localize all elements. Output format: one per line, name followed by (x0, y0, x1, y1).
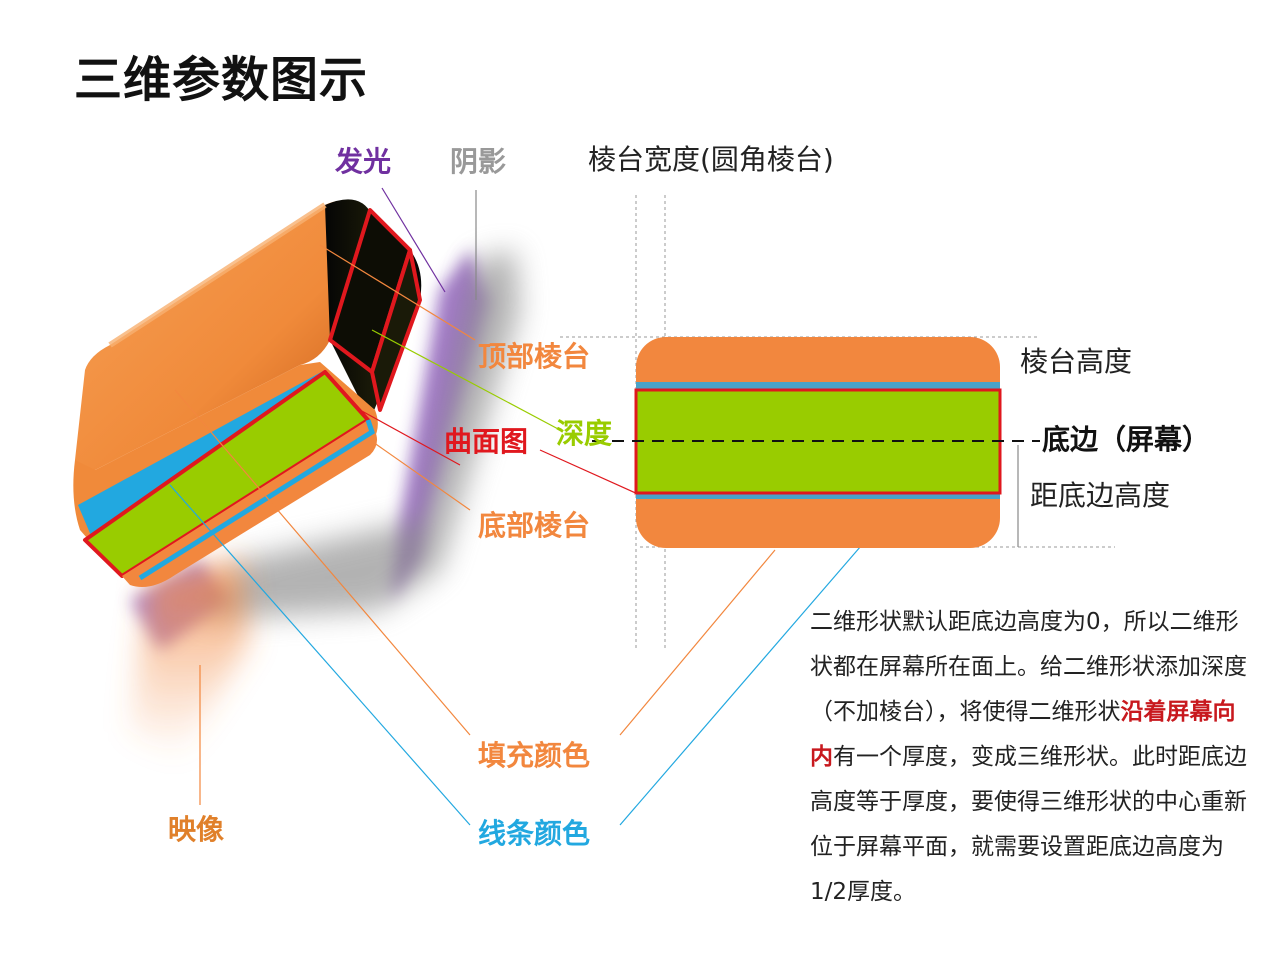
label-shadow: 阴影 (450, 145, 507, 178)
label-top-bevel: 顶部棱台 (478, 340, 591, 373)
cube-3d (73, 199, 422, 588)
label-reflection: 映像 (168, 813, 225, 846)
label-glow: 发光 (335, 145, 392, 178)
guide-lines (169, 187, 906, 826)
label-bottom-bevel: 底部棱台 (478, 509, 591, 542)
label-depth: 深度 (556, 417, 613, 450)
description-text: 二维形状默认距底边高度为0，所以二维形状都在屏幕所在面上。给二维形状添加深度（不… (810, 600, 1250, 915)
reflection-effect (130, 560, 250, 760)
label-contour: 曲面图 (444, 425, 529, 458)
label-baseline: 底边（屏幕） (1042, 423, 1211, 456)
label-fill-color: 填充颜色 (478, 739, 591, 772)
description-highlight: 沿着屏幕向内 (810, 699, 1236, 770)
cross-section (560, 195, 1115, 650)
label-distance-from-ground: 距底边高度 (1030, 479, 1171, 512)
page-title: 三维参数图示 (74, 52, 369, 108)
shadow-effect (200, 250, 520, 620)
label-line-color: 线条颜色 (478, 817, 591, 850)
description-part1: 二维形状默认距底边高度为0，所以二维形状都在屏幕所在面上。给二维形状添加深度（不… (810, 609, 1247, 725)
label-bevel-height: 棱台高度 (1020, 345, 1133, 378)
description-part2: 有一个厚度，变成三维形状。此时距底边高度等于厚度，要使得三维形状的中心重新位于屏… (810, 744, 1247, 905)
label-bevel-width: 棱台宽度(圆角棱台) (588, 143, 834, 176)
